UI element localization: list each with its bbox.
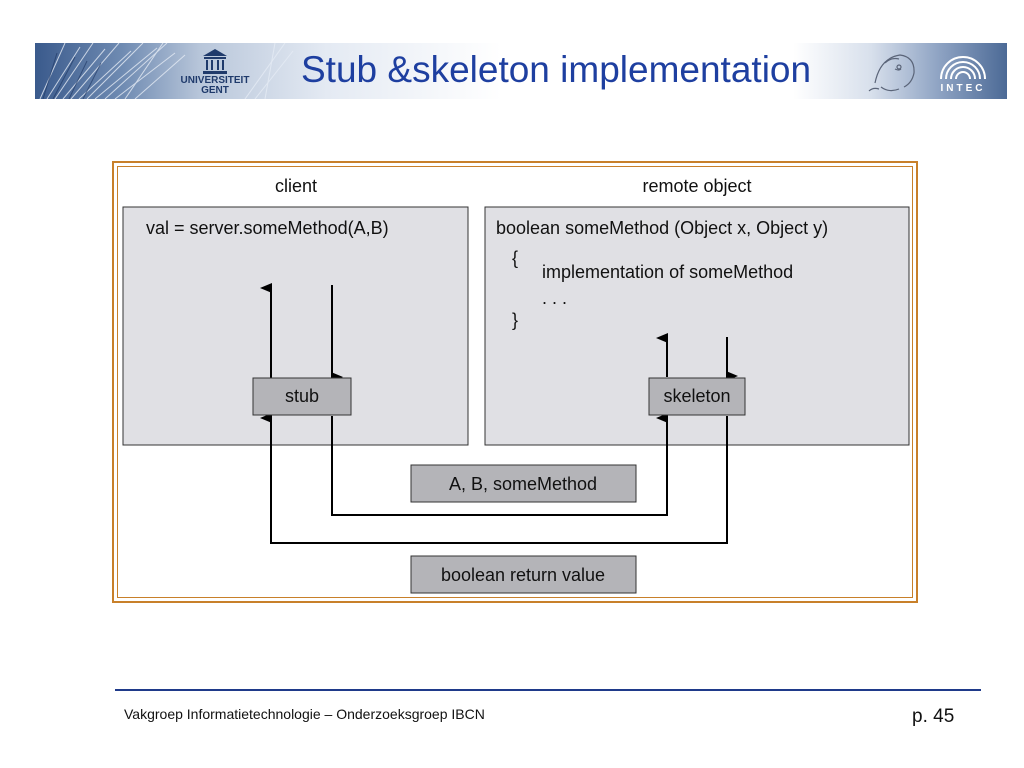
intec-label: INTEC — [940, 83, 986, 94]
client-code: val = server.someMethod(A,B) — [146, 218, 389, 238]
remote-code-signature: boolean someMethod (Object x, Object y) — [496, 218, 828, 238]
request-message-box — [410, 464, 637, 503]
remote-code-close-brace: } — [512, 310, 518, 330]
university-name-line1: UNIVERSITEIT — [180, 75, 250, 86]
response-message-label: boolean return value — [441, 565, 605, 585]
response-message-box — [410, 555, 637, 594]
stub-box — [252, 377, 352, 416]
remote-code-body: implementation of someMethod — [542, 262, 793, 282]
intec-arcs-icon — [940, 56, 986, 80]
scholar-sketch-icon — [868, 54, 915, 92]
request-message-label: A, B, someMethod — [449, 474, 597, 494]
intec-logo: INTEC — [933, 45, 1003, 97]
request-path-arrow — [331, 413, 668, 516]
connector-lines — [260, 283, 738, 544]
client-label: client — [275, 176, 317, 196]
footer-divider — [115, 689, 981, 691]
remote-code-ellipsis: . . . — [542, 288, 567, 308]
footer-department: Vakgroep Informatietechnologie – Onderzo… — [124, 706, 485, 722]
university-building-icon — [203, 49, 227, 74]
university-name-line2: GENT — [201, 85, 229, 96]
skeleton-label: skeleton — [663, 386, 730, 406]
diagram-frame-inner-border — [117, 166, 913, 598]
page-number: p. 45 — [912, 706, 955, 727]
grass-decoration — [39, 43, 294, 99]
skeleton-box — [648, 377, 746, 416]
page-title: Stub &skeleton implementation — [301, 49, 812, 90]
response-path-arrow — [260, 413, 728, 544]
header-banner: UNIVERSITEIT GENT Stub &skeleton impleme… — [35, 43, 1007, 99]
stub-label: stub — [285, 386, 319, 406]
remote-code-open-brace: { — [512, 248, 518, 268]
remote-object-label: remote object — [642, 176, 751, 196]
university-logo: UNIVERSITEIT GENT — [175, 46, 255, 96]
